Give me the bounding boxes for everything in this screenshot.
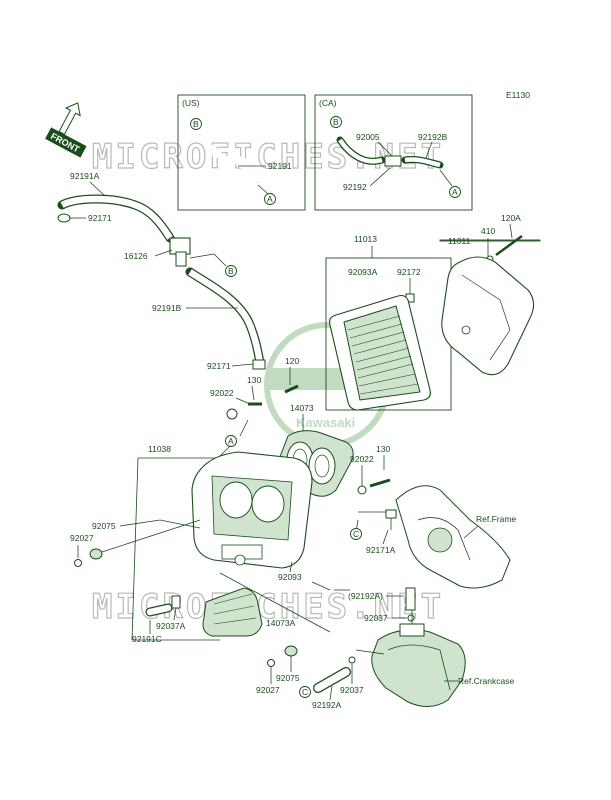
label-11038: 11038 — [148, 444, 171, 454]
lower-hardware-group: 92075 92027 C 92037 92192A — [256, 645, 385, 710]
label-92191a: 92191A — [70, 171, 100, 181]
label-92022-right: 92022 — [350, 454, 374, 464]
ca-part-92192: 92192 — [343, 182, 367, 192]
label-92093a: 92093A — [348, 267, 378, 277]
us-ref-b: B — [193, 119, 199, 129]
label-92075-lower: 92075 — [276, 673, 300, 683]
label-11011: 11011 — [448, 236, 471, 246]
us-part-label: 92191 — [268, 161, 292, 171]
hose-92192a-ref: (92192A) 92037 — [348, 587, 416, 623]
label-11013: 11013 — [354, 234, 377, 244]
ref-a-housing: A — [228, 436, 234, 446]
label-92037-right: 92037 — [364, 613, 388, 623]
air-filter-11013: 11013 92093A 92172 — [325, 234, 452, 411]
hose-92191b: 92191B 92171 — [152, 267, 266, 371]
label-120: 120 — [285, 356, 299, 366]
label-92191b: 92191B — [152, 303, 182, 313]
label-130-upper: 130 — [247, 375, 261, 385]
us-variant-box: (US) 92191 B A — [177, 94, 306, 211]
lower-duct-group: 92037A 14073A 92191C — [132, 587, 296, 644]
label-410: 410 — [481, 226, 495, 236]
ca-variant-box: (CA) B 92005 92192B 92192 A — [314, 94, 473, 211]
label-92171-mid: 92171 — [207, 361, 231, 371]
label-92093: 92093 — [278, 572, 302, 582]
label-92037a: 92037A — [156, 621, 186, 631]
ref-c-lower: C — [302, 687, 308, 697]
label-92172: 92172 — [397, 267, 421, 277]
ca-part-92192b: 92192B — [418, 132, 448, 142]
bolt-group-upper: 120 130 92022 — [210, 356, 299, 420]
bolt-group-right: 130 92022 — [350, 444, 390, 495]
label-16126: 16126 — [124, 251, 148, 261]
label-130-right: 130 — [376, 444, 390, 454]
label-14073: 14073 — [290, 403, 314, 413]
label-92192a-paren: (92192A) — [348, 591, 383, 601]
us-title: (US) — [182, 98, 200, 108]
ref-c-frame: C — [353, 529, 359, 539]
ca-ref-b: B — [333, 117, 339, 127]
ref-crankcase-label: Ref.Crankcase — [458, 676, 514, 686]
filter-pleats — [347, 315, 419, 395]
label-120a: 120A — [501, 213, 521, 223]
label-92171a: 92171A — [366, 545, 396, 555]
diagram-code: E1130 — [506, 90, 530, 100]
label-92022-upper: 92022 — [210, 388, 234, 398]
frame-reference: Ref.Frame 92171A C — [350, 485, 516, 589]
ref-b-valve: B — [228, 266, 234, 276]
label-92192a: 92192A — [312, 700, 342, 710]
crankcase-reference: Ref.Crankcase — [371, 610, 514, 707]
label-92171-top: 92171 — [88, 213, 112, 223]
label-92027-left: 92027 — [70, 533, 94, 543]
ca-title: (CA) — [319, 98, 337, 108]
label-14073a: 14073A — [266, 618, 296, 628]
hose-92191a: 92191A 92171 — [57, 171, 175, 243]
ref-frame-label: Ref.Frame — [476, 514, 516, 524]
ca-part-92005: 92005 — [356, 132, 380, 142]
leader-lines — [219, 419, 350, 633]
valve-16126: 16126 B — [124, 237, 237, 277]
label-92037-lower: 92037 — [340, 685, 364, 695]
grommet-group-left: 92075 92027 — [70, 519, 201, 567]
us-ref-a: A — [267, 194, 273, 204]
label-92027-lower: 92027 — [256, 685, 280, 695]
label-92075-left: 92075 — [92, 521, 116, 531]
ca-ref-a: A — [452, 187, 458, 197]
label-92191c: 92191C — [132, 634, 162, 644]
housing-11038: 11038 — [131, 444, 313, 641]
cover-11011: 11011 410 120A — [439, 213, 541, 376]
logo-text: Kawasaki — [296, 415, 355, 430]
